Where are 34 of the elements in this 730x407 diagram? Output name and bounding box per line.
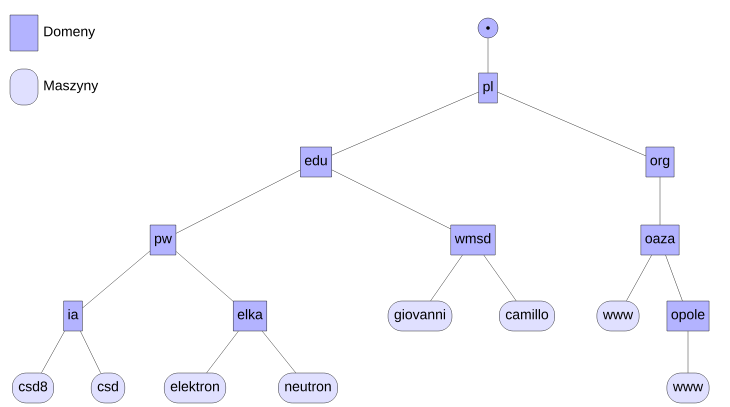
- domain-box: org: [646, 146, 674, 178]
- connector-line: [80, 331, 101, 373]
- connector-line: [41, 331, 65, 373]
- root-circle: [478, 18, 498, 38]
- connector-line: [626, 255, 652, 301]
- connector-line: [484, 255, 516, 301]
- domain-box: opole: [666, 300, 710, 332]
- host-box: csd: [90, 372, 126, 404]
- domain-box: edu: [300, 146, 332, 178]
- host-box: www: [596, 300, 640, 332]
- domain-box: pw: [150, 224, 176, 256]
- domain-box: elka: [233, 300, 267, 332]
- connector-line: [82, 250, 150, 308]
- connector-line: [262, 331, 296, 373]
- legend-label: Domeny: [44, 26, 96, 40]
- connector-line: [176, 251, 234, 302]
- domain-box: wmsd: [450, 224, 496, 256]
- legend-label: Maszyny: [44, 80, 98, 94]
- host-box: www: [666, 372, 710, 404]
- host-box: neutron: [278, 372, 338, 404]
- host-box: camillo: [499, 300, 555, 332]
- host-box: csd8: [12, 372, 54, 404]
- connector-line: [206, 331, 239, 373]
- domain-box: pl: [478, 72, 498, 104]
- host-box: elektron: [164, 372, 226, 404]
- connector-line: [497, 92, 646, 156]
- domain-box: ia: [63, 300, 83, 332]
- connector-line: [332, 170, 451, 230]
- connector-line: [430, 255, 463, 301]
- domain-box: oaza: [640, 224, 680, 256]
- connector-line: [665, 255, 683, 301]
- host-box: giovanni: [388, 300, 452, 332]
- connector-line: [176, 170, 300, 234]
- connector-line: [332, 92, 479, 156]
